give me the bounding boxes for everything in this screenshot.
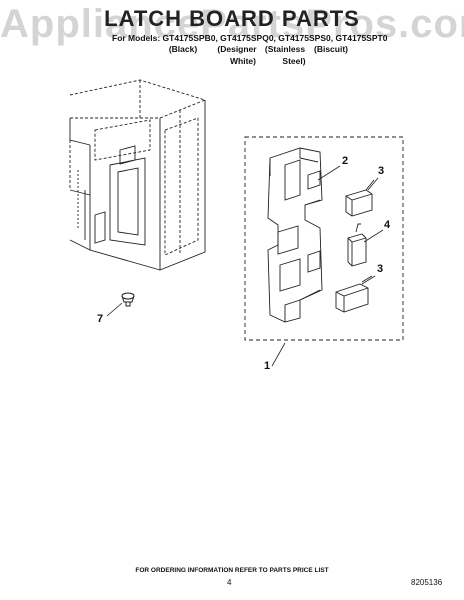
latch-group-frame	[244, 136, 404, 341]
latch-board-part-1	[267, 147, 323, 323]
document-number: 8205136	[411, 578, 443, 587]
callout-3-top: 3	[378, 165, 385, 177]
switch-part-3-bottom	[335, 275, 373, 313]
ordering-note: FOR ORDERING INFORMATION REFER TO PARTS …	[135, 567, 329, 574]
finish-stainless-steel: (Stainless Steel)	[259, 43, 311, 67]
finish-designer-white-line1: (Designer	[217, 44, 257, 54]
callout-7: 7	[97, 313, 104, 325]
page-title: LATCH BOARD PARTS	[104, 6, 360, 31]
page-number: 4	[227, 578, 232, 587]
leader-4	[363, 229, 384, 243]
finish-biscuit-label: (Biscuit)	[314, 44, 348, 54]
callout-4: 4	[384, 219, 391, 231]
leader-3b	[361, 275, 376, 285]
cabinet-housing	[69, 79, 207, 271]
callout-3-bottom: 3	[377, 263, 384, 275]
leader-2	[317, 165, 341, 181]
finish-stainless-line2: Steel)	[282, 56, 306, 66]
models-line: For Models: GT4175SPB0, GT4175SPQ0, GT41…	[112, 33, 388, 43]
finish-designer-white: (Designer White)	[212, 43, 262, 67]
finish-black-label: (Black)	[168, 44, 198, 54]
leader-3a	[367, 177, 379, 191]
callout-1: 1	[264, 360, 271, 372]
switch-part-4	[347, 223, 367, 267]
finish-stainless-line1: (Stainless	[264, 44, 306, 54]
leader-7	[106, 302, 123, 317]
leader-1	[271, 342, 286, 367]
finish-designer-white-line2: White)	[230, 56, 256, 66]
finish-biscuit: (Biscuit)	[311, 43, 351, 55]
finish-black: (Black)	[166, 43, 200, 55]
screw-part-7	[121, 292, 135, 307]
switch-part-3-top	[345, 179, 375, 217]
callout-2: 2	[342, 155, 349, 167]
